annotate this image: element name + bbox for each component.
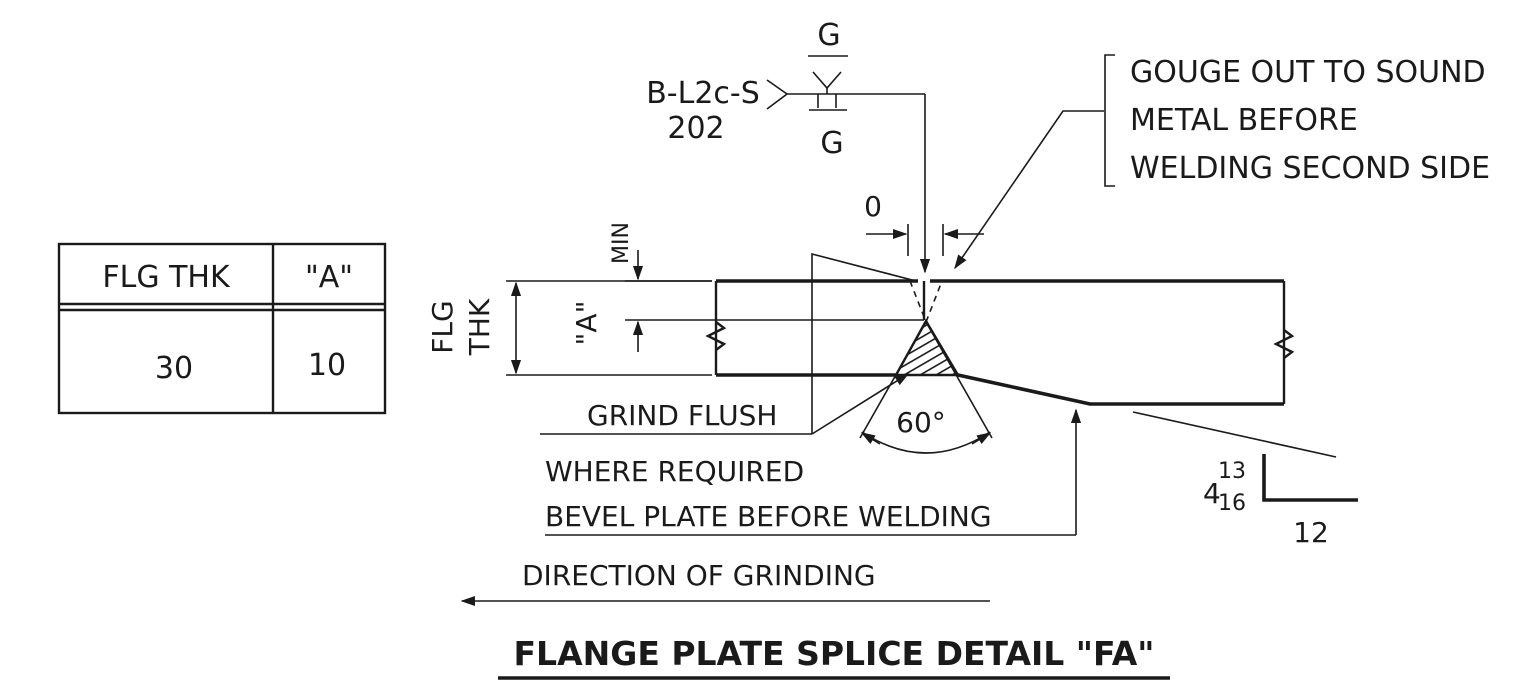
slope-triangle bbox=[1262, 454, 1358, 502]
title-block: FLANGE PLATE SPLICE DETAIL "FA" bbox=[498, 634, 1170, 680]
flg-thk-dimension: FLG THK bbox=[426, 280, 712, 376]
finish-bottom-g: G bbox=[820, 126, 843, 161]
root-gap-label: 0 bbox=[864, 190, 882, 223]
break-line-right bbox=[1273, 329, 1295, 359]
right-plate-bottom bbox=[957, 373, 1284, 406]
angle-label: 60° bbox=[896, 406, 946, 439]
flange-plates bbox=[705, 279, 1295, 406]
min-label: MIN bbox=[609, 222, 634, 264]
break-line-left bbox=[705, 321, 727, 351]
bevel-plate-label: BEVEL PLATE BEFORE WELDING bbox=[545, 500, 992, 533]
grind-flush-label: GRIND FLUSH bbox=[587, 399, 777, 432]
slope-numerator: 13 bbox=[1218, 459, 1246, 484]
grind-flush-leader-top bbox=[811, 252, 917, 434]
table-header-a: "A" bbox=[305, 260, 353, 295]
weld-hatch bbox=[893, 318, 961, 377]
gouge-note-line1: GOUGE OUT TO SOUND bbox=[1130, 55, 1486, 90]
grind-flush-note: GRIND FLUSH bbox=[540, 252, 917, 435]
finish-top-g: G bbox=[817, 18, 840, 53]
slope-denominator: 16 bbox=[1218, 491, 1246, 516]
direction-label: DIRECTION OF GRINDING bbox=[522, 559, 876, 592]
slope-line bbox=[1132, 411, 1337, 458]
slope-indicator: 4 13 16 12 bbox=[1132, 411, 1358, 549]
gouge-note: GOUGE OUT TO SOUND METAL BEFORE WELDING … bbox=[954, 54, 1490, 270]
where-required-label: WHERE REQUIRED bbox=[545, 455, 804, 488]
table-header-flg-thk: FLG THK bbox=[102, 260, 231, 295]
gouge-note-line2: METAL BEFORE bbox=[1130, 103, 1358, 138]
direction-of-grinding: DIRECTION OF GRINDING bbox=[460, 559, 990, 607]
flg-label: FLG bbox=[426, 300, 459, 353]
weld-groove: 60° bbox=[859, 280, 993, 454]
min-a-dimension: MIN "A" bbox=[570, 222, 924, 352]
bevel-note: WHERE REQUIRED BEVEL PLATE BEFORE WELDIN… bbox=[545, 408, 1082, 536]
weld-spec-line2: 202 bbox=[667, 111, 724, 146]
thickness-table: FLG THK "A" 30 10 bbox=[57, 242, 387, 415]
table-value-a: 10 bbox=[308, 348, 346, 383]
root-gap-dimension: 0 bbox=[864, 190, 984, 256]
gouge-leader bbox=[954, 110, 1104, 270]
weld-symbol: B-L2c-S 202 G G bbox=[646, 18, 931, 274]
grind-flush-leader-bottom bbox=[811, 373, 910, 435]
weld-spec-line1: B-L2c-S bbox=[646, 76, 760, 111]
a-dimension-label: "A" bbox=[570, 301, 603, 346]
v-groove-symbol bbox=[812, 71, 842, 90]
slope-run: 12 bbox=[1293, 516, 1329, 549]
gouge-outline bbox=[909, 280, 943, 325]
table-value-flg-thk: 30 bbox=[155, 351, 193, 386]
angle-arc bbox=[861, 431, 991, 454]
thk-label: THK bbox=[463, 298, 496, 356]
page-title: FLANGE PLATE SPLICE DETAIL "FA" bbox=[514, 634, 1155, 673]
gouge-note-line3: WELDING SECOND SIDE bbox=[1130, 151, 1490, 186]
slope-whole: 4 bbox=[1203, 477, 1221, 510]
